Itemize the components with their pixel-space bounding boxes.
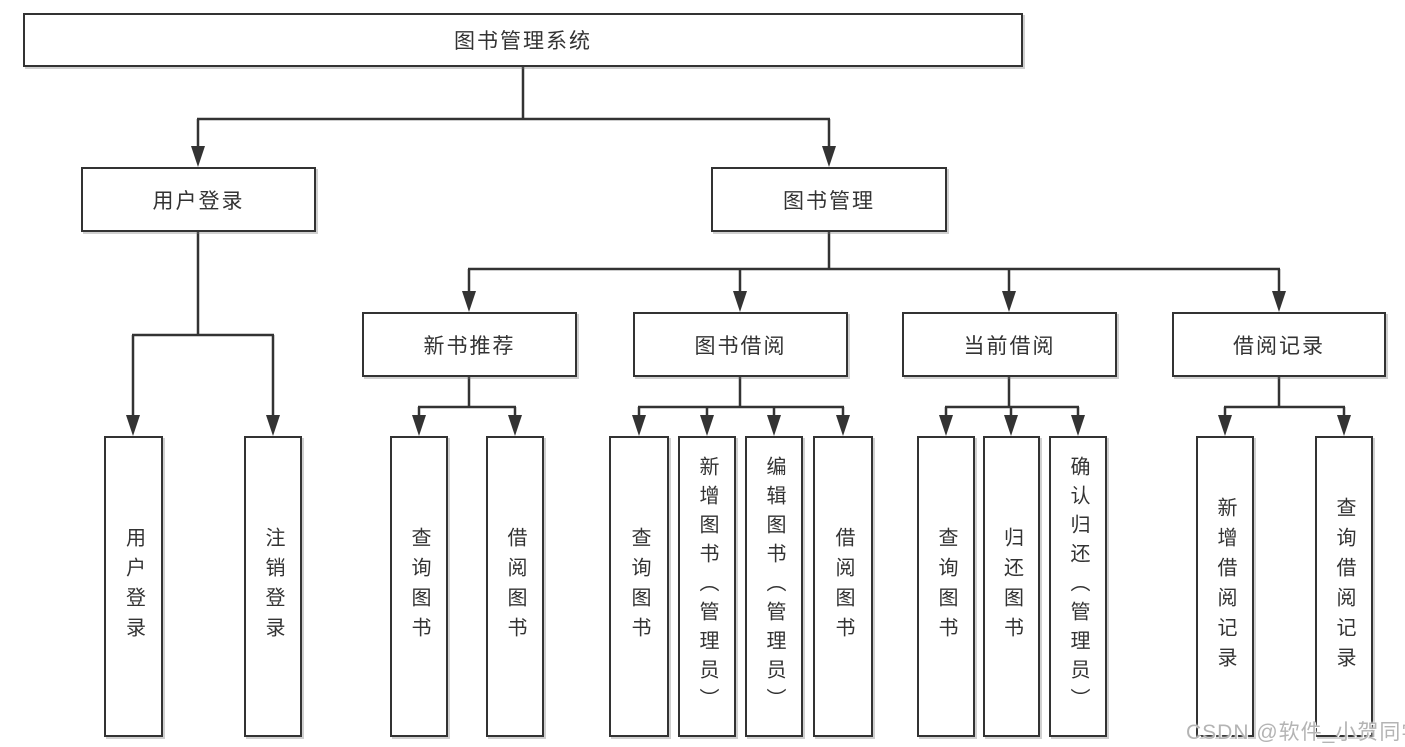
node-book-borrow-label: 图书借阅 [694, 334, 787, 358]
node-root-label: 图书管理系统 [454, 30, 592, 53]
node-leaf-logout: 注销登录 [244, 436, 302, 737]
node-leaf-user-login-label: 用户登录 [122, 526, 145, 647]
node-leaf-borrow-book-label: 借阅图书 [832, 526, 854, 647]
node-leaf-query-books-current: 查询图书 [917, 436, 975, 737]
node-leaf-query-books-recommend-label: 查询图书 [408, 526, 430, 647]
node-root-library-management-system: 图书管理系统 [23, 13, 1023, 67]
node-current-borrow-label: 当前借阅 [963, 334, 1056, 358]
node-leaf-add-borrow-record: 新增借阅记录 [1196, 436, 1254, 737]
node-leaf-return-book: 归还图书 [983, 436, 1040, 737]
node-leaf-query-books-borrow: 查询图书 [609, 436, 669, 737]
node-leaf-query-books-recommend: 查询图书 [390, 436, 448, 737]
node-user-login: 用户登录 [81, 167, 316, 232]
node-leaf-logout-label: 注销登录 [262, 526, 284, 647]
node-leaf-edit-book-admin: 编辑图书（管理员） [745, 436, 803, 737]
node-leaf-edit-book-admin-label: 编辑图书（管理员） [763, 456, 785, 717]
node-borrow-records: 借阅记录 [1172, 312, 1386, 377]
node-leaf-add-borrow-record-label: 新增借阅记录 [1214, 496, 1236, 677]
node-new-book-recommend: 新书推荐 [362, 312, 577, 377]
node-user-login-label: 用户登录 [152, 189, 245, 213]
node-leaf-query-books-current-label: 查询图书 [935, 526, 957, 647]
node-leaf-confirm-return-admin: 确认归还（管理员） [1049, 436, 1107, 737]
node-book-borrow: 图书借阅 [633, 312, 848, 377]
node-leaf-user-login: 用户登录 [104, 436, 163, 737]
node-book-management: 图书管理 [711, 167, 947, 232]
node-leaf-borrow-book: 借阅图书 [813, 436, 873, 737]
node-leaf-query-borrow-record-label: 查询借阅记录 [1333, 496, 1355, 677]
node-leaf-confirm-return-admin-label: 确认归还（管理员） [1067, 456, 1089, 717]
node-book-management-label: 图书管理 [783, 189, 875, 213]
node-leaf-borrow-book-recommend: 借阅图书 [486, 436, 544, 737]
node-current-borrow: 当前借阅 [902, 312, 1117, 377]
node-new-book-recommend-label: 新书推荐 [423, 334, 516, 358]
node-borrow-records-label: 借阅记录 [1233, 334, 1325, 358]
connector-paths [131, 67, 1346, 420]
node-leaf-add-book-admin: 新增图书（管理员） [678, 436, 736, 737]
node-leaf-query-books-borrow-label: 查询图书 [628, 526, 650, 647]
arrowheads [126, 146, 1351, 436]
node-leaf-query-borrow-record: 查询借阅记录 [1315, 436, 1373, 737]
node-leaf-return-book-label: 归还图书 [1000, 526, 1023, 647]
csdn-watermark: CSDN @软件_小贺同学 [1186, 721, 1405, 744]
node-leaf-add-book-admin-label: 新增图书（管理员） [696, 456, 718, 717]
node-leaf-borrow-book-recommend-label: 借阅图书 [504, 526, 526, 647]
